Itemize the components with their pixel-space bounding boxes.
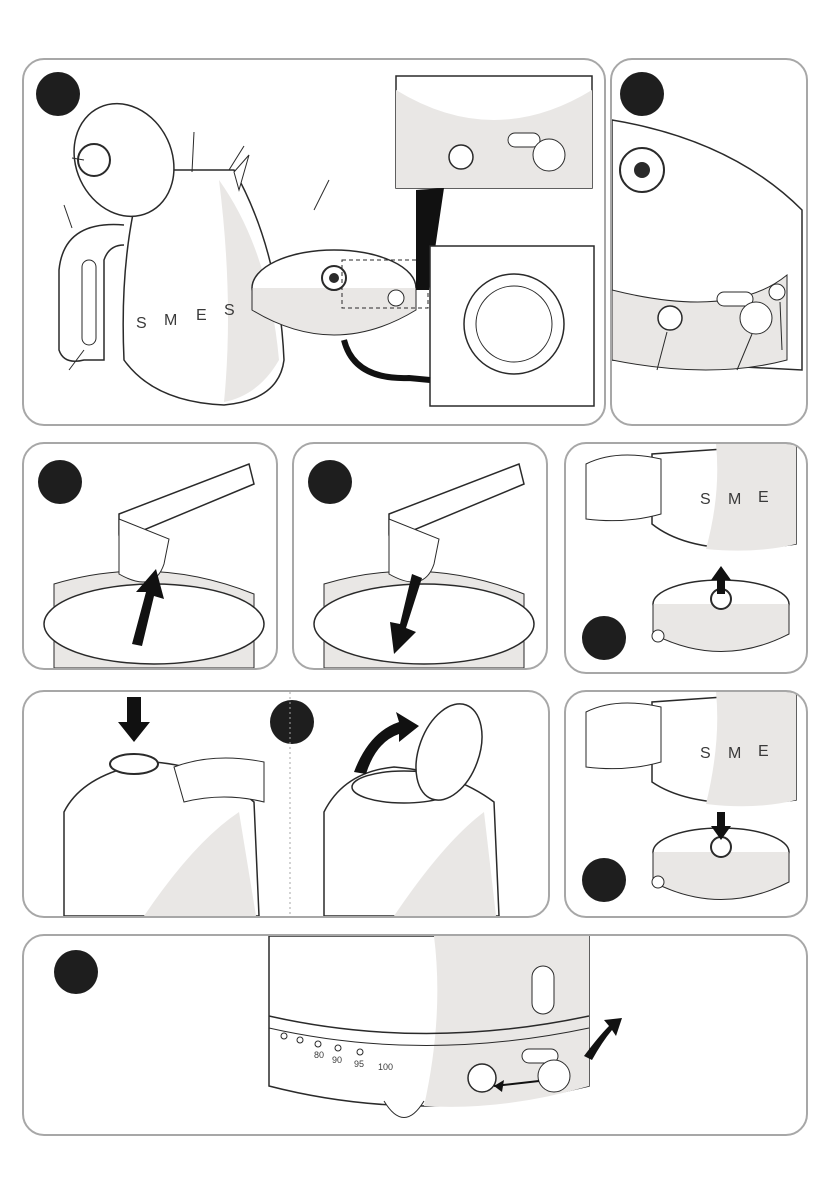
place-kettle-illustration: S M E bbox=[566, 692, 806, 916]
panel-place-kettle: S M E bbox=[564, 690, 808, 918]
arrow-down-icon bbox=[118, 697, 150, 742]
logo-letter-e: E bbox=[196, 307, 209, 324]
logo-letter-s: S bbox=[700, 745, 713, 762]
handle-indicator-strip bbox=[82, 260, 96, 345]
panel-lift-kettle: S M E bbox=[564, 442, 808, 674]
logo-letter-e: E bbox=[758, 489, 771, 506]
panel-open-lid bbox=[22, 690, 550, 918]
logo-letter-m: M bbox=[164, 312, 179, 329]
callout-circle-icon bbox=[533, 139, 565, 171]
logo-letter-s: S bbox=[700, 491, 713, 508]
logo-letter-m: M bbox=[728, 491, 743, 508]
temp-label-100: 100 bbox=[378, 1062, 393, 1072]
lift-kettle-illustration: S M E bbox=[566, 444, 806, 672]
panel-filter-remove bbox=[22, 442, 278, 670]
logo-letter-m: M bbox=[728, 745, 743, 762]
base-control-illustration: 80 90 95 100 bbox=[24, 936, 806, 1134]
panel-filter-insert bbox=[292, 442, 548, 670]
power-icon bbox=[449, 145, 473, 169]
logo-letter-s2: S bbox=[224, 302, 237, 319]
logo-letter-s: S bbox=[136, 315, 149, 332]
temp-label-80: 80 bbox=[314, 1050, 324, 1060]
base-slider bbox=[508, 133, 540, 147]
filter-remove-illustration bbox=[24, 444, 276, 668]
panel-overview: S M E S bbox=[22, 58, 606, 426]
filter-insert-illustration bbox=[294, 444, 546, 668]
logo-letter-e: E bbox=[758, 743, 771, 760]
callout-circle-icon bbox=[652, 876, 664, 888]
power-icon bbox=[468, 1064, 496, 1092]
kettle-overview-illustration: S M E S bbox=[24, 60, 604, 424]
base-closeup-illustration bbox=[612, 60, 806, 424]
power-icon bbox=[658, 306, 682, 330]
callout-circle-icon bbox=[538, 1060, 570, 1092]
temp-label-90: 90 bbox=[332, 1055, 342, 1065]
panel-base-closeup bbox=[610, 58, 808, 426]
open-lid-illustration bbox=[24, 692, 548, 916]
curved-arrow-icon bbox=[354, 712, 419, 774]
callout-circle-icon bbox=[740, 302, 772, 334]
temp-label-95: 95 bbox=[354, 1059, 364, 1069]
panel-base-control: 80 90 95 100 bbox=[22, 934, 808, 1136]
callout-circle-icon bbox=[652, 630, 664, 642]
callout-circle-icon bbox=[388, 290, 404, 306]
